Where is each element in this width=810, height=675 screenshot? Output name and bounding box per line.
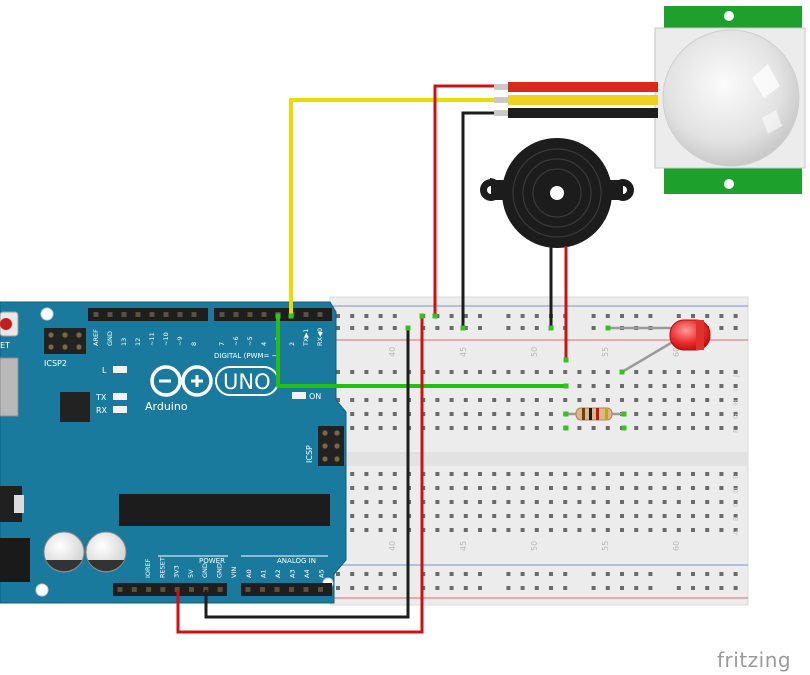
icsp2-header (44, 328, 86, 354)
atmega-chip (119, 494, 330, 526)
wire-black-pir-gnd (461, 111, 494, 328)
digital-pin-label: 8 (190, 342, 198, 346)
power-pin-label: 3V3 (173, 565, 181, 578)
connected-holes (275, 313, 627, 431)
digital-pin-label: 13 (120, 338, 128, 346)
capacitor-left (43, 531, 85, 573)
row-letter-c: C (732, 502, 740, 507)
digital-pin-label: ~5 (246, 336, 254, 346)
digital-pin-label: 4 (260, 342, 268, 346)
led-on-label: ON (309, 392, 321, 401)
row-letter-h: H (732, 400, 740, 405)
red-led (608, 319, 711, 374)
icsp-header (318, 426, 344, 466)
analog-pin-label: A2 (274, 569, 282, 578)
analog-header-label: ANALOG IN (277, 557, 316, 565)
column-number-45-bottom: 45 (459, 541, 468, 551)
led-on (292, 392, 306, 399)
column-number-60: 60 (672, 347, 681, 357)
analog-pin-label: A0 (245, 569, 253, 578)
arduino-model-text: UNO (223, 370, 271, 394)
wires (176, 84, 566, 634)
column-number-50-bottom: 50 (530, 541, 539, 551)
power-pin-label: VIN (230, 567, 238, 578)
pir-mount-hole-bottom (724, 179, 734, 189)
piezo-buzzer (480, 138, 634, 360)
digital-header-label: DIGITAL (PWM= ~) (214, 352, 280, 360)
power-pin-label: IOREF (144, 558, 152, 578)
column-number-55-bottom: 55 (601, 541, 610, 551)
digital-pin-label: AREF (92, 329, 100, 346)
arduino-uno-board: ET ICSP2 L TX RX (0, 301, 347, 604)
arduino-brand-text: Arduino (145, 400, 188, 413)
row-letter-d: D (732, 488, 740, 493)
wire-black-gnd (204, 328, 410, 619)
analog-pin-label: A5 (318, 569, 326, 578)
fritzing-logo-text: fritzing (717, 648, 792, 672)
power-pin-label: 5V (187, 569, 195, 578)
pir-mount-hole-top (724, 11, 734, 21)
row-letter-a: A (732, 530, 740, 535)
breadboard-row-letters: J I H G F E D C B A (732, 375, 740, 535)
row-letter-f: F (732, 429, 740, 433)
digital-pin-label: 7 (218, 342, 226, 346)
digital-pin-label: ~10 (162, 332, 170, 346)
wire-red-pir-vcc (433, 84, 494, 316)
wire-green-d7 (276, 316, 566, 388)
led-l-label: L (102, 366, 107, 375)
row-letter-i: I (732, 389, 740, 391)
power-pin-labels: IOREF RESET 3V3 5V GND GND VIN A0 A1 A2 A3 A4 A5 (144, 557, 326, 578)
pir-dome (662, 29, 800, 167)
column-number-40-bottom: 40 (388, 541, 397, 551)
column-number-50: 50 (530, 347, 539, 357)
led-l (113, 366, 127, 373)
analog-pin-label: A4 (303, 569, 311, 578)
power-pin-label: RESET (158, 557, 166, 578)
digital-pin-label: ~11 (148, 332, 156, 346)
capacitor-right (85, 531, 127, 573)
usb-chip (60, 392, 90, 422)
digital-pin-label: GND (106, 331, 114, 346)
digital-pin-label: TX▶1 (302, 328, 310, 347)
power-analog-header (113, 583, 332, 596)
usb-connector (0, 357, 19, 417)
power-header-label: POWER (199, 557, 225, 565)
wire-yellow-pir-out (289, 98, 494, 316)
digital-pin-label: 12 (134, 338, 142, 346)
power-pin-label: GND (216, 563, 224, 578)
led-rx-label: RX (96, 406, 108, 415)
reset-label: ET (0, 341, 10, 350)
column-number-55: 55 (601, 347, 610, 357)
resistor (566, 407, 624, 421)
arduino-logo (150, 365, 213, 397)
digital-pin-label: ~9 (176, 336, 184, 346)
digital-pin-label: RX◀0 (316, 328, 324, 346)
analog-pin-label: A1 (260, 569, 268, 578)
led-rx (113, 406, 127, 413)
icsp2-label: ICSP2 (44, 359, 67, 368)
led-tx-label: TX (95, 393, 107, 402)
column-number-40: 40 (388, 347, 397, 357)
row-letter-e: E (732, 475, 740, 479)
digital-pin-label: ~6 (232, 336, 240, 346)
wire-red-5v (176, 316, 424, 634)
row-letter-b: B (732, 516, 740, 521)
breadboard-column-numbers: 40 45 50 55 60 40 45 50 55 60 (388, 347, 681, 551)
column-number-60-bottom: 60 (672, 541, 681, 551)
digital-pin-label: 2 (288, 342, 296, 346)
led-tx (113, 393, 127, 400)
row-letter-g: G (732, 414, 740, 419)
pir-motion-sensor (494, 6, 806, 194)
icsp-label: ICSP (305, 445, 314, 463)
power-jack (0, 538, 30, 582)
row-letter-j: J (732, 375, 740, 378)
column-number-45: 45 (459, 347, 468, 357)
analog-pin-label: A3 (289, 569, 297, 578)
power-pin-label: GND (201, 563, 209, 578)
digital-header (88, 308, 332, 321)
